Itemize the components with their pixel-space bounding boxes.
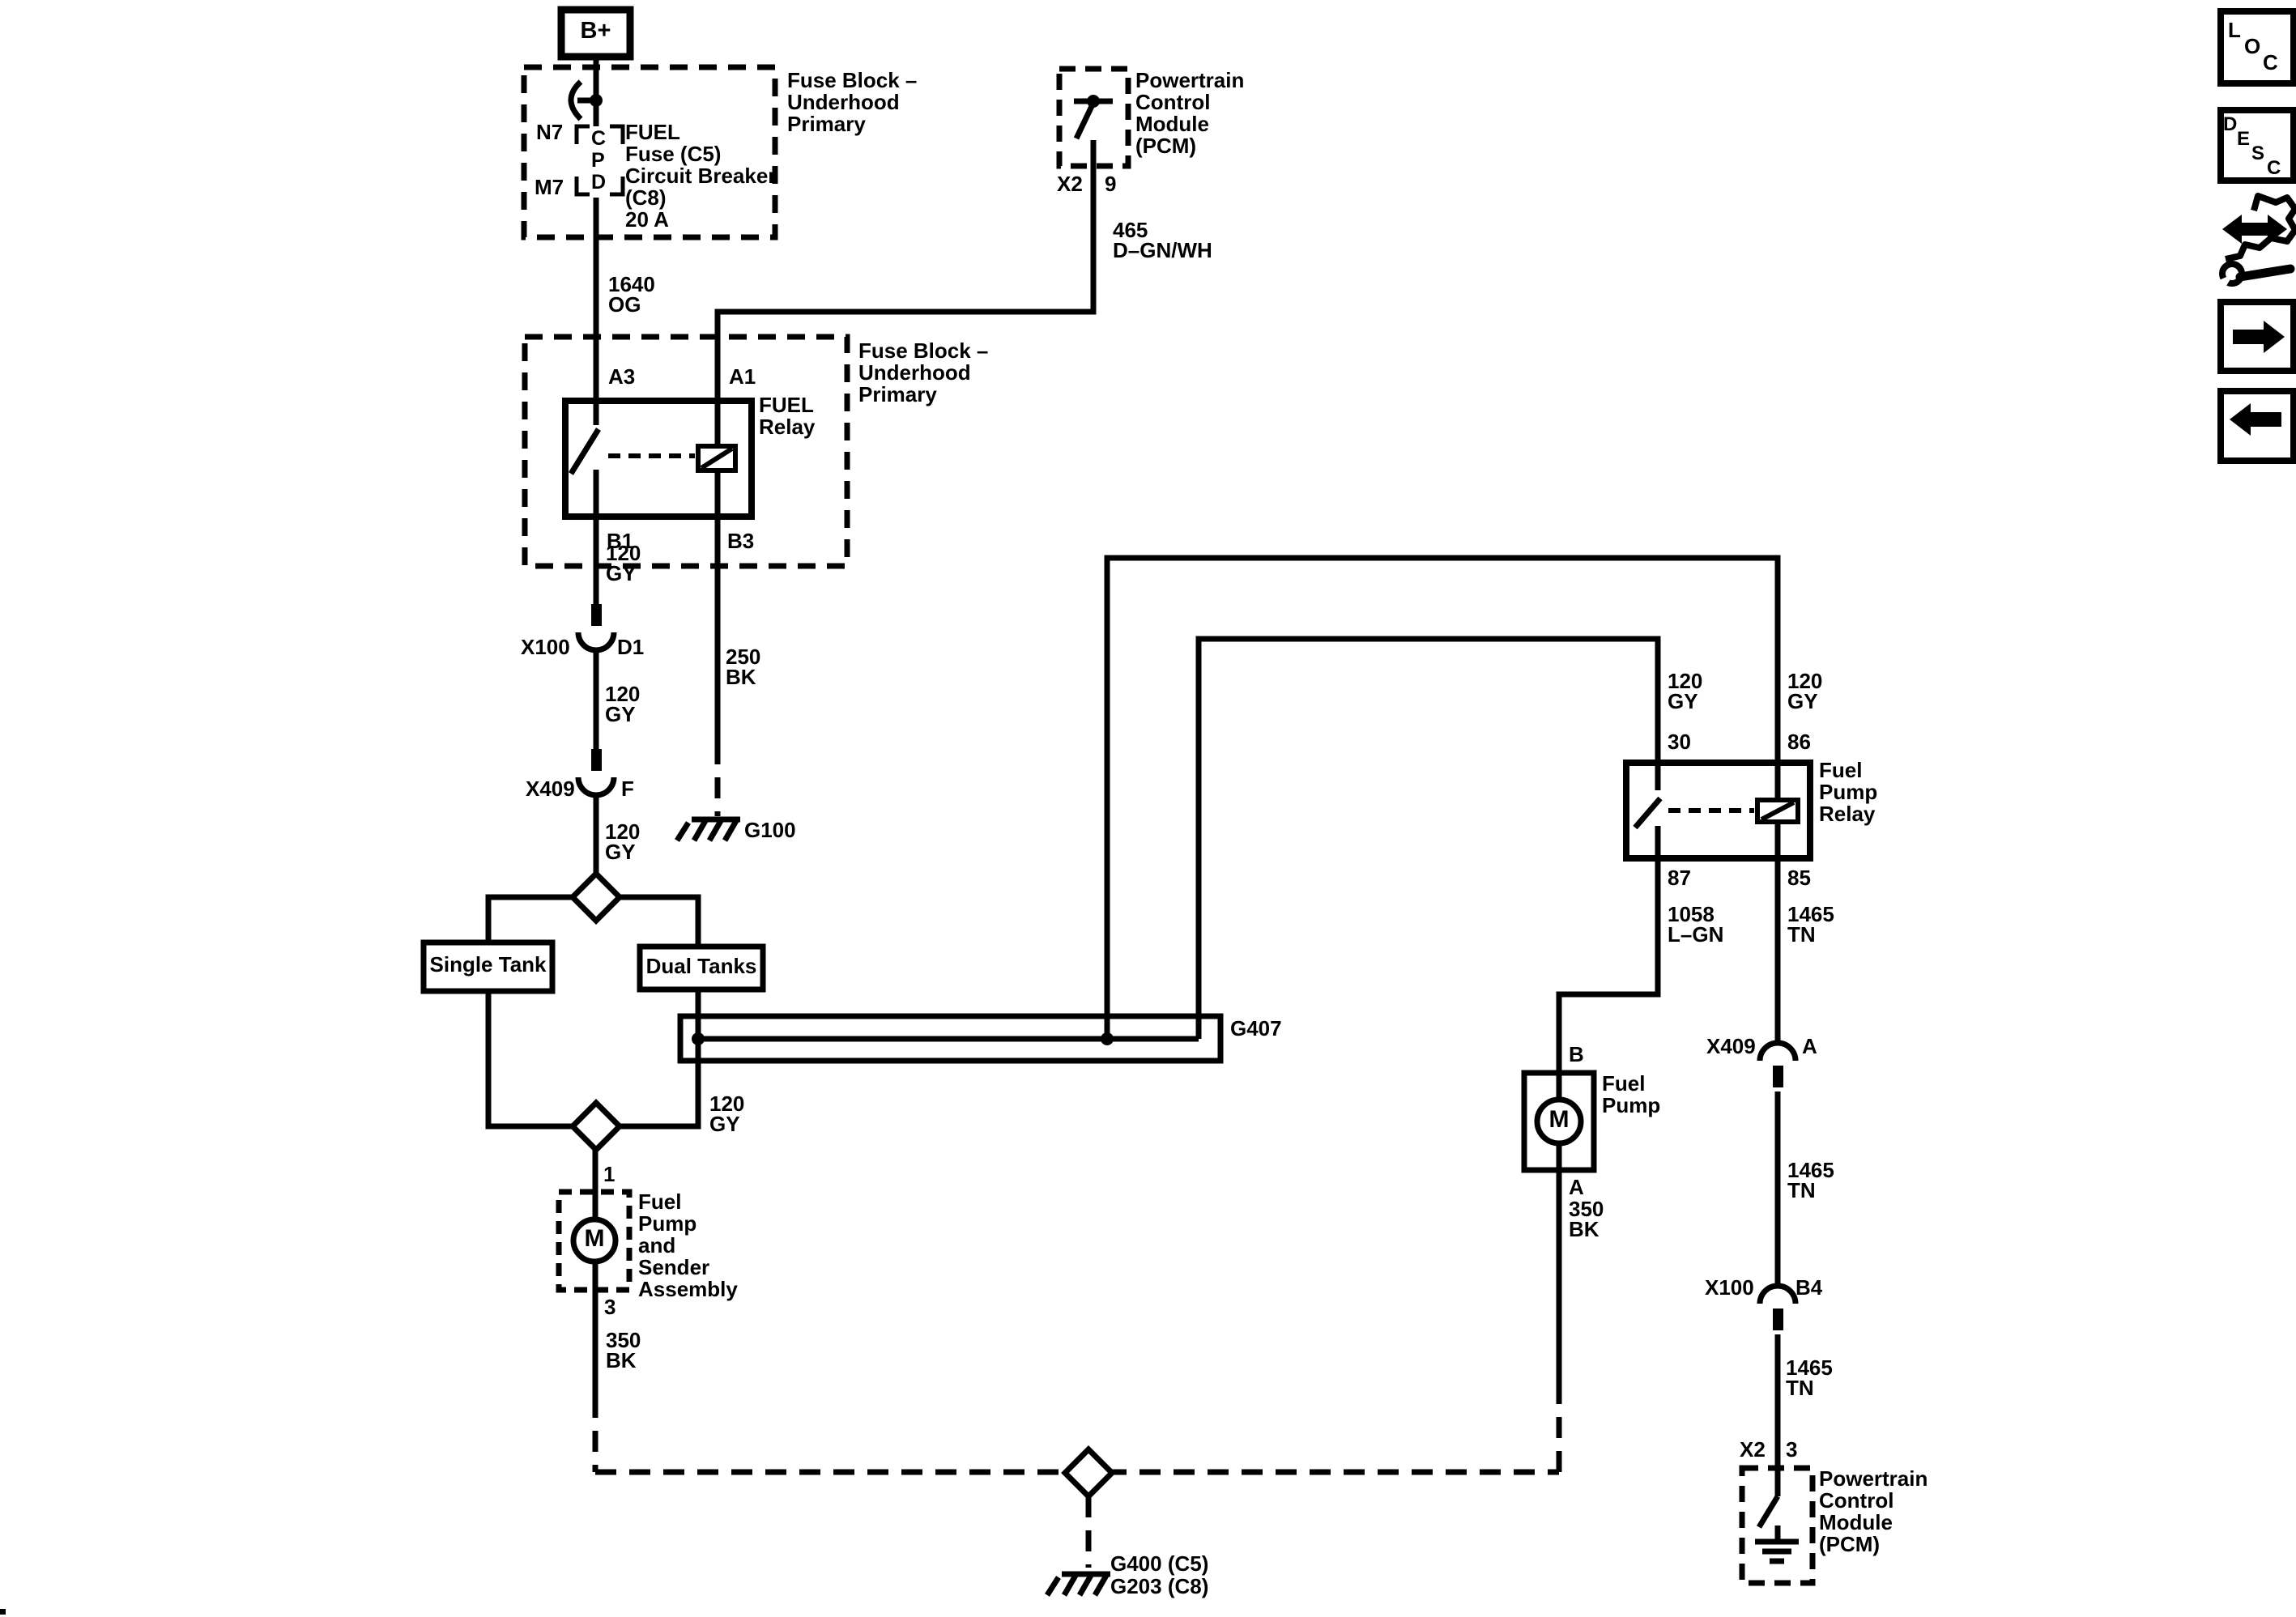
connector-x409-f-socket [575, 777, 617, 798]
sidebar-toolbar [2217, 8, 2296, 464]
connector-x409-a-socket [1757, 1040, 1799, 1062]
pcm-top-driver-blade [1073, 101, 1097, 140]
relay-internals [569, 98, 1800, 1529]
connector-x100-b4-socket [1757, 1283, 1799, 1304]
pcm-bottom-driver-blade [1757, 1495, 1780, 1529]
connector-x409-f-pin [591, 749, 602, 771]
fuel-pump-relay-switch-blade [1633, 796, 1663, 830]
connector-x100-b4-pin [1773, 1308, 1783, 1330]
motor-symbol-right [1534, 1096, 1584, 1147]
forward-button[interactable] [2217, 299, 2296, 374]
splice-diamond-bottom [569, 1099, 624, 1154]
inline-connectors [575, 604, 1799, 1330]
splice-diamonds [569, 870, 1116, 1500]
single-tank-box [420, 939, 556, 994]
fuel-relay-box [562, 398, 755, 520]
junction-dots [590, 94, 1114, 1045]
solid-wires [485, 57, 1781, 1496]
forward-arrow-icon [2233, 321, 2285, 353]
pan-adjust-button[interactable] [2219, 193, 2296, 290]
ground-g100-icon [675, 816, 740, 842]
splice-diamond-top [569, 870, 624, 925]
ground-pcm-earth-icon [1755, 1526, 1799, 1564]
fuse-block-box-2 [522, 334, 850, 569]
fuel-pump-relay-box [1623, 760, 1813, 862]
circuit-breaker-hook [568, 79, 583, 121]
connector-x100-d1-socket [575, 632, 617, 653]
corner-artifact-dot [0, 1609, 6, 1615]
component-boxes [420, 398, 1813, 1265]
desc-button[interactable] [2217, 107, 2296, 184]
ground-g400-g203-icon [1045, 1571, 1110, 1597]
splice-bar-g407 [677, 1013, 1224, 1064]
back-button[interactable] [2217, 388, 2296, 464]
fuse-brackets [574, 124, 625, 197]
back-arrow-icon [2230, 403, 2281, 436]
ground-symbols [675, 816, 1799, 1597]
dashed-wires [592, 743, 1562, 1568]
fuel-relay-switch-blade [569, 428, 601, 475]
dual-tanks-box [637, 943, 766, 993]
pcm-top-box [1056, 66, 1131, 169]
battery-terminal [557, 6, 634, 61]
fuel-pump-box [1521, 1070, 1597, 1173]
connector-x100-d1-pin [591, 604, 602, 626]
loc-button[interactable] [2217, 8, 2296, 87]
splice-diamond-ground [1061, 1445, 1116, 1500]
fuse-block-box-1 [521, 64, 778, 240]
pan-wrench-icon [2219, 193, 2296, 290]
motor-symbol-left [570, 1216, 619, 1265]
connector-x409-a-pin [1773, 1066, 1783, 1087]
